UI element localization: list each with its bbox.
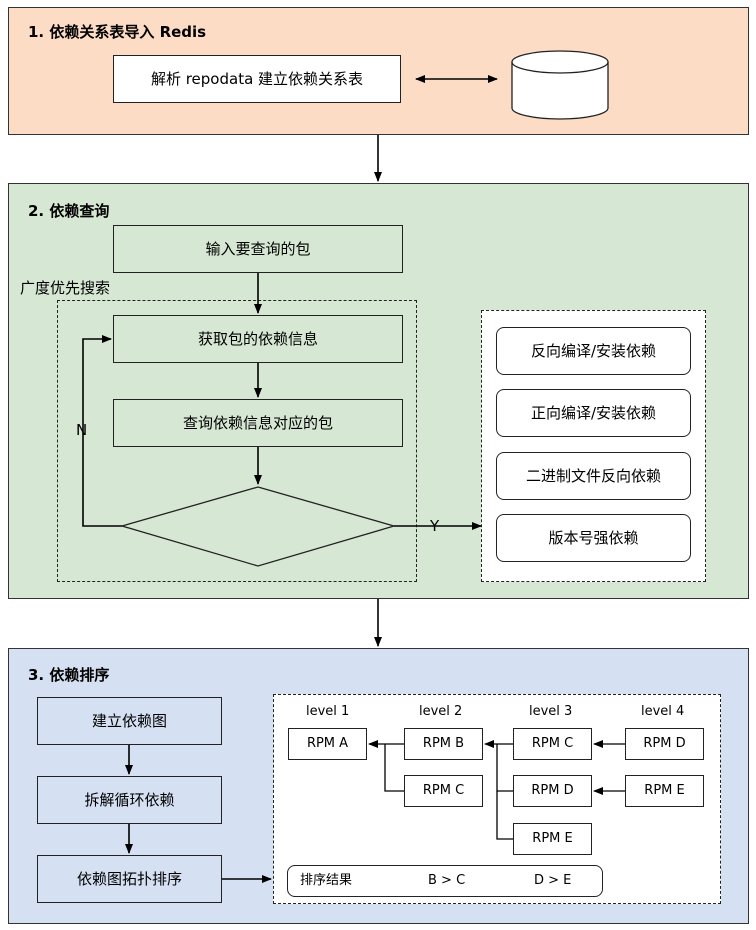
section-1-title: 1. 依赖关系表导入 Redis xyxy=(28,23,207,41)
node-l3-rpm-d: RPM D xyxy=(513,775,592,807)
node-l4-rpm-e: RPM E xyxy=(625,775,704,807)
yes-branch-label: Y xyxy=(430,517,440,535)
node-l3-rpm-e: RPM E xyxy=(513,823,592,855)
sort-result-2: D > E xyxy=(534,873,572,888)
get-deps-box: 获取包的依赖信息 xyxy=(113,315,403,363)
step-build-graph: 建立依赖图 xyxy=(37,697,222,745)
step-topo-sort: 依赖图拓扑排序 xyxy=(37,855,222,903)
sort-result-box: 排序结果 B > C D > E xyxy=(287,865,603,897)
parse-repodata-box: 解析 repodata 建立依赖关系表 xyxy=(113,55,401,103)
section-3-title: 3. 依赖排序 xyxy=(28,666,110,684)
redis-db-label: Redis xyxy=(535,93,576,111)
level-4-label: level 4 xyxy=(641,704,685,719)
bfs-label: 广度优先搜索 xyxy=(20,279,111,297)
sort-result-1: B > C xyxy=(428,873,466,888)
sort-result-label: 排序结果 xyxy=(300,873,353,888)
node-l3-rpm-c: RPM C xyxy=(513,728,592,760)
decision-text-line1: 循环依赖 or xyxy=(204,509,285,527)
input-package-box: 输入要查询的包 xyxy=(113,225,403,273)
node-l2-rpm-c: RPM C xyxy=(404,775,483,807)
level-3-label: level 3 xyxy=(529,704,573,719)
result-binary-reverse: 二进制文件反向依赖 xyxy=(496,452,691,500)
section-2-title: 2. 依赖查询 xyxy=(28,202,110,220)
result-version-strong: 版本号强依赖 xyxy=(496,514,691,562)
node-l1-rpm-a: RPM A xyxy=(288,728,367,760)
level-1-label: level 1 xyxy=(306,704,350,719)
decision-text-line2: 达到指定层 xyxy=(213,530,289,548)
node-l2-rpm-b: RPM B xyxy=(404,728,483,760)
result-reverse-build: 反向编译/安装依赖 xyxy=(496,327,691,375)
step-break-cycles: 拆解循环依赖 xyxy=(37,776,222,824)
result-forward-build: 正向编译/安装依赖 xyxy=(496,389,691,437)
level-2-label: level 2 xyxy=(419,704,463,719)
node-l4-rpm-d: RPM D xyxy=(625,728,704,760)
no-branch-label: N xyxy=(76,421,88,439)
bfs-dashed-region xyxy=(57,300,417,582)
query-packages-box: 查询依赖信息对应的包 xyxy=(113,399,403,447)
